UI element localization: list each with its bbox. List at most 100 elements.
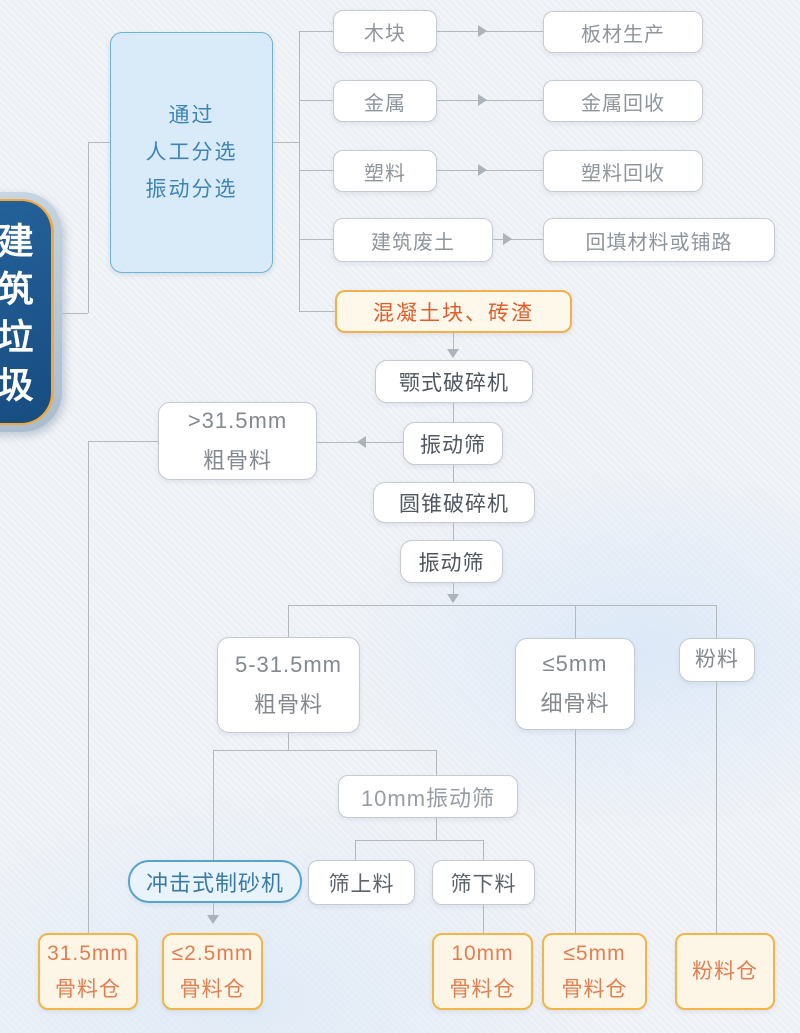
connector	[437, 100, 543, 101]
connector	[575, 730, 576, 933]
node-powder-label: 粉料	[695, 648, 739, 671]
node-oversize-label: 筛上料	[328, 872, 395, 896]
fine-size: ≤5mm	[542, 651, 608, 676]
arrow-right-icon	[478, 164, 487, 176]
connector	[299, 31, 300, 311]
connector	[575, 605, 576, 638]
node-vibrating-screen-1: 振动筛	[403, 422, 503, 465]
connector	[288, 605, 289, 637]
bin-10mm-name: 骨料仓	[449, 977, 516, 1001]
connector	[483, 840, 484, 860]
connector	[437, 170, 543, 171]
connector	[213, 750, 214, 860]
node-metal-recycling-label: 金属回收	[581, 92, 665, 115]
arrow-right-icon	[478, 94, 487, 106]
node-oversize-material: 筛上料	[308, 860, 415, 905]
sorting-line-2: 人工分选	[145, 141, 238, 164]
connector	[299, 31, 333, 32]
connector	[716, 605, 717, 638]
node-board-production-label: 板材生产	[581, 23, 665, 46]
node-coarse-5-31-5mm: 5-31.5mm 粗骨料	[217, 637, 360, 733]
connector	[213, 903, 214, 923]
connector	[299, 311, 335, 312]
node-fine-under-5mm: ≤5mm 细骨料	[515, 638, 635, 730]
sorting-line-1: 通过	[168, 104, 215, 127]
node-coarse-over-31-5mm: >31.5mm 粗骨料	[158, 402, 317, 480]
connector	[299, 100, 333, 101]
node-plastic-recycling-label: 塑料回收	[581, 162, 665, 185]
bin-5mm-name: 骨料仓	[561, 977, 628, 1001]
connector	[453, 403, 454, 422]
connector	[88, 441, 89, 933]
node-waste-soil: 建筑废土	[333, 218, 493, 262]
bin-10mm-size: 10mm	[451, 941, 514, 965]
connector	[436, 818, 437, 840]
sorting-line-3: 振动分选	[145, 178, 238, 201]
root-node-border: 建筑垃圾	[0, 199, 54, 425]
bin-5mm: ≤5mm 骨料仓	[542, 933, 647, 1010]
connector	[437, 31, 543, 32]
connector	[453, 523, 454, 540]
connector	[299, 239, 333, 240]
node-powder: 粉料	[679, 638, 755, 682]
node-plastic-label: 塑料	[364, 162, 406, 185]
bin-2-5mm: ≤2.5mm 骨料仓	[162, 933, 263, 1010]
node-10mm-screen: 10mm振动筛	[338, 775, 518, 818]
connector	[436, 750, 437, 775]
bin-2-5mm-name: 骨料仓	[179, 977, 246, 1001]
connector	[62, 313, 88, 314]
root-label: 建筑垃圾	[0, 222, 34, 414]
node-10mm-screen-label: 10mm振动筛	[360, 785, 496, 811]
connector	[493, 239, 543, 240]
connector	[355, 840, 356, 860]
coarse-mid-name: 粗骨料	[253, 692, 323, 717]
sorting-method-box: 通过 人工分选 振动分选	[110, 32, 273, 273]
bin-powder: 粉料仓	[675, 933, 775, 1010]
arrow-right-icon	[503, 233, 512, 245]
node-cone-crusher-label: 圆锥破碎机	[399, 492, 509, 516]
connector	[213, 750, 437, 751]
connector	[288, 605, 717, 606]
connector	[453, 465, 454, 482]
arrow-left-icon	[357, 436, 366, 448]
node-board-production: 板材生产	[543, 11, 703, 53]
connector	[88, 142, 89, 313]
node-impact-sand-maker-label: 冲击式制砂机	[145, 870, 284, 896]
bin-5mm-size: ≤5mm	[563, 941, 626, 965]
bin-10mm: 10mm 骨料仓	[432, 933, 533, 1010]
arrow-down-icon	[447, 594, 459, 603]
node-vibrating-screen-2-label: 振动筛	[418, 551, 485, 575]
node-wood-label: 木块	[364, 23, 406, 45]
fine-name: 细骨料	[540, 691, 610, 716]
connector	[88, 441, 158, 442]
connector	[273, 142, 299, 143]
connector	[716, 682, 717, 933]
connector	[88, 142, 110, 143]
node-jaw-crusher: 颚式破碎机	[375, 360, 533, 403]
node-cone-crusher: 圆锥破碎机	[373, 482, 535, 523]
coarse-mid-size: 5-31.5mm	[234, 652, 343, 677]
node-undersize-label: 筛下料	[450, 872, 517, 896]
node-concrete-brick: 混凝土块、砖渣	[335, 290, 572, 333]
bin-31-5mm-size: 31.5mm	[47, 941, 129, 965]
connector	[299, 170, 333, 171]
node-metal-label: 金属	[364, 92, 406, 115]
bin-31-5mm-name: 骨料仓	[55, 977, 121, 1001]
connector	[453, 583, 454, 602]
node-vibrating-screen-1-label: 振动筛	[420, 433, 486, 457]
arrow-down-icon	[447, 349, 459, 358]
node-wood: 木块	[333, 10, 437, 53]
root-node-construction-waste: 建筑垃圾	[0, 192, 62, 432]
node-backfill-paving: 回填材料或铺路	[543, 218, 775, 262]
bin-powder-label: 粉料仓	[692, 959, 758, 983]
root-node-fill: 建筑垃圾	[0, 201, 51, 423]
node-concrete-brick-label: 混凝土块、砖渣	[373, 301, 534, 325]
node-undersize-material: 筛下料	[432, 860, 535, 905]
bin-31-5mm: 31.5mm 骨料仓	[38, 933, 138, 1010]
coarse-over-name: 粗骨料	[202, 448, 272, 473]
coarse-over-size: >31.5mm	[187, 408, 288, 433]
bin-2-5mm-size: ≤2.5mm	[171, 941, 254, 965]
connector	[355, 840, 484, 841]
node-jaw-crusher-label: 颚式破碎机	[399, 371, 509, 395]
